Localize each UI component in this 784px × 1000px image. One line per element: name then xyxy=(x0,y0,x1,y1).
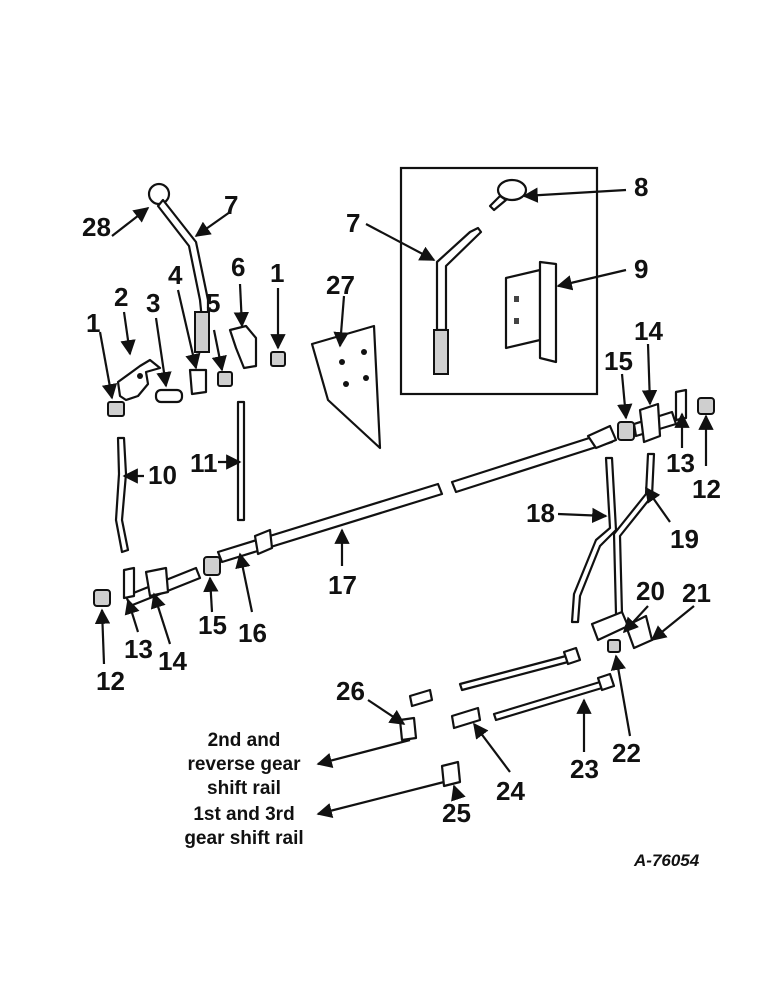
lower-yoke xyxy=(590,610,654,653)
callout-2: 2 xyxy=(114,282,128,312)
callout-25: 25 xyxy=(442,798,471,828)
pivot-pin xyxy=(154,388,184,404)
shift-lever-18 xyxy=(570,456,618,624)
inset-shift-lever xyxy=(433,226,483,375)
note-second-reverse-line-2: reverse gear xyxy=(187,754,301,775)
callout-14-right: 14 xyxy=(634,316,663,346)
callout-12-right: 12 xyxy=(692,474,721,504)
rod-end-26 xyxy=(398,688,434,742)
lever-block xyxy=(188,368,208,396)
clip-25 xyxy=(440,760,462,788)
note-second-reverse: 2nd and reverse gear shift rail xyxy=(187,730,301,799)
inset-bracket xyxy=(504,260,558,364)
note-first-third: 1st and 3rd gear shift rail xyxy=(184,804,303,849)
rod-end-24 xyxy=(450,706,482,730)
callout-21: 21 xyxy=(682,578,711,608)
lever-bracket xyxy=(116,358,162,402)
note-second-reverse-line-3: shift rail xyxy=(207,778,281,799)
mounting-plate xyxy=(310,324,382,450)
link-rod-10 xyxy=(114,436,130,554)
right-shaft-end xyxy=(617,388,715,444)
callout-6: 6 xyxy=(231,252,245,282)
callout-7-inset: 7 xyxy=(346,208,360,238)
callout-1-right: 1 xyxy=(270,258,284,288)
callout-1-left: 1 xyxy=(86,308,100,338)
callout-9: 9 xyxy=(634,254,648,284)
callout-12-left: 12 xyxy=(96,666,125,696)
callout-5: 5 xyxy=(206,288,220,318)
cross-shaft xyxy=(216,424,618,564)
callout-18: 18 xyxy=(526,498,555,528)
callout-27: 27 xyxy=(326,270,355,300)
callout-17: 17 xyxy=(328,570,357,600)
leader-lines xyxy=(94,187,714,819)
shift-lever xyxy=(147,182,210,353)
callout-13-right: 13 xyxy=(666,448,695,478)
callout-24: 24 xyxy=(496,776,525,806)
callout-3: 3 xyxy=(146,288,160,318)
note-first-third-line-2: gear shift rail xyxy=(184,828,303,849)
bushing-5 xyxy=(217,371,233,387)
shift-rods xyxy=(458,646,616,722)
callout-22: 22 xyxy=(612,738,641,768)
callout-4: 4 xyxy=(168,260,183,290)
callout-10: 10 xyxy=(148,460,177,490)
bushing-left xyxy=(107,401,125,417)
bushing-right xyxy=(270,351,286,367)
inset-knob xyxy=(488,178,528,212)
callout-19: 19 xyxy=(670,524,699,554)
callout-8: 8 xyxy=(634,172,648,202)
callout-15-right: 15 xyxy=(604,346,633,376)
note-first-third-line-1: 1st and 3rd xyxy=(193,804,294,825)
callout-7: 7 xyxy=(224,190,238,220)
callout-20: 20 xyxy=(636,576,665,606)
callout-labels: 1 2 3 4 5 6 1 28 7 27 7 8 9 10 11 15 14 … xyxy=(82,172,721,828)
left-shaft-end xyxy=(93,556,221,608)
callout-15-left: 15 xyxy=(198,610,227,640)
callout-11: 11 xyxy=(190,448,218,478)
drawing-number: A-76054 xyxy=(633,851,700,870)
callout-23: 23 xyxy=(570,754,599,784)
callout-16: 16 xyxy=(238,618,267,648)
lever-bracket-right xyxy=(228,324,258,370)
callout-13-left: 13 xyxy=(124,634,153,664)
note-second-reverse-line-1: 2nd and xyxy=(208,730,281,751)
callout-14-left: 14 xyxy=(158,646,187,676)
callout-26: 26 xyxy=(336,676,365,706)
callout-28: 28 xyxy=(82,212,111,242)
inset-frame xyxy=(399,166,599,396)
